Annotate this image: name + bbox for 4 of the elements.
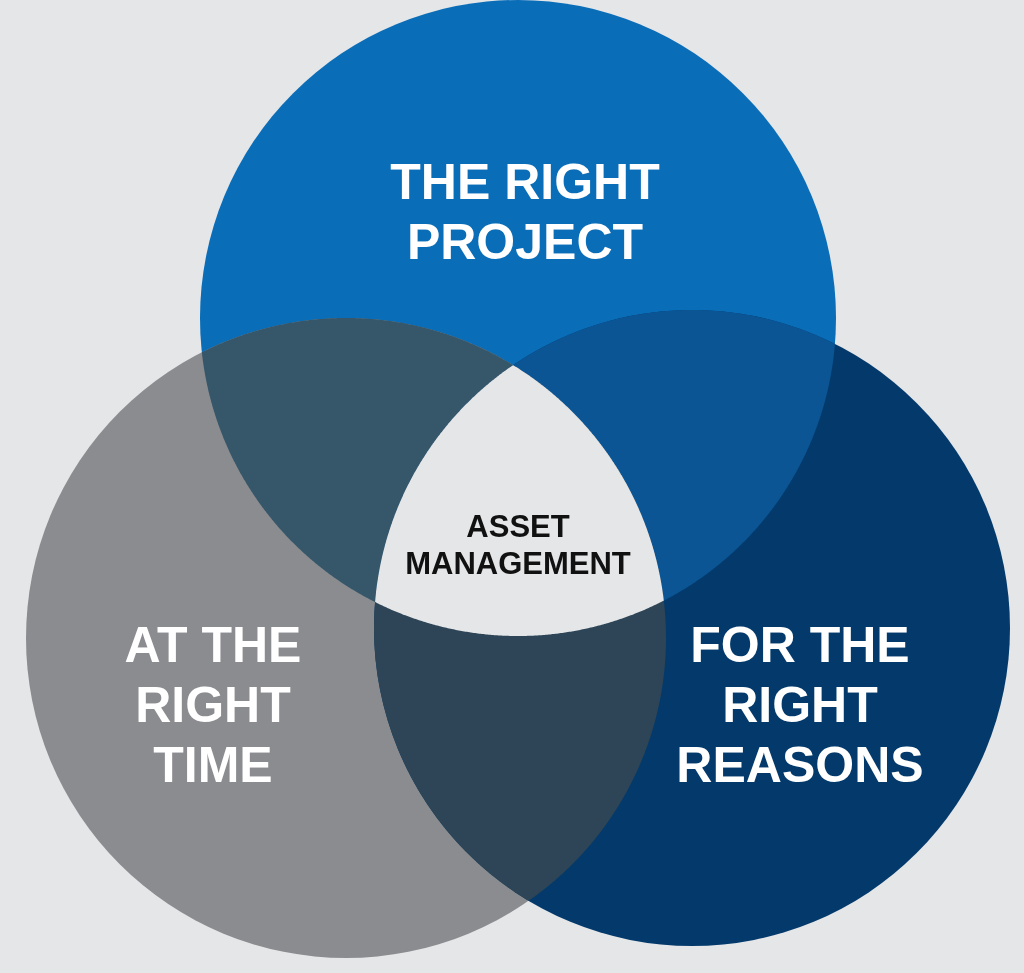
circle-label: FOR THE RIGHT REASONS bbox=[675, 616, 925, 795]
circle-label: AT THE RIGHT TIME bbox=[123, 616, 303, 795]
center-label: ASSET MANAGEMENT bbox=[404, 507, 632, 583]
circle-label: THE RIGHT PROJECT bbox=[389, 153, 661, 272]
